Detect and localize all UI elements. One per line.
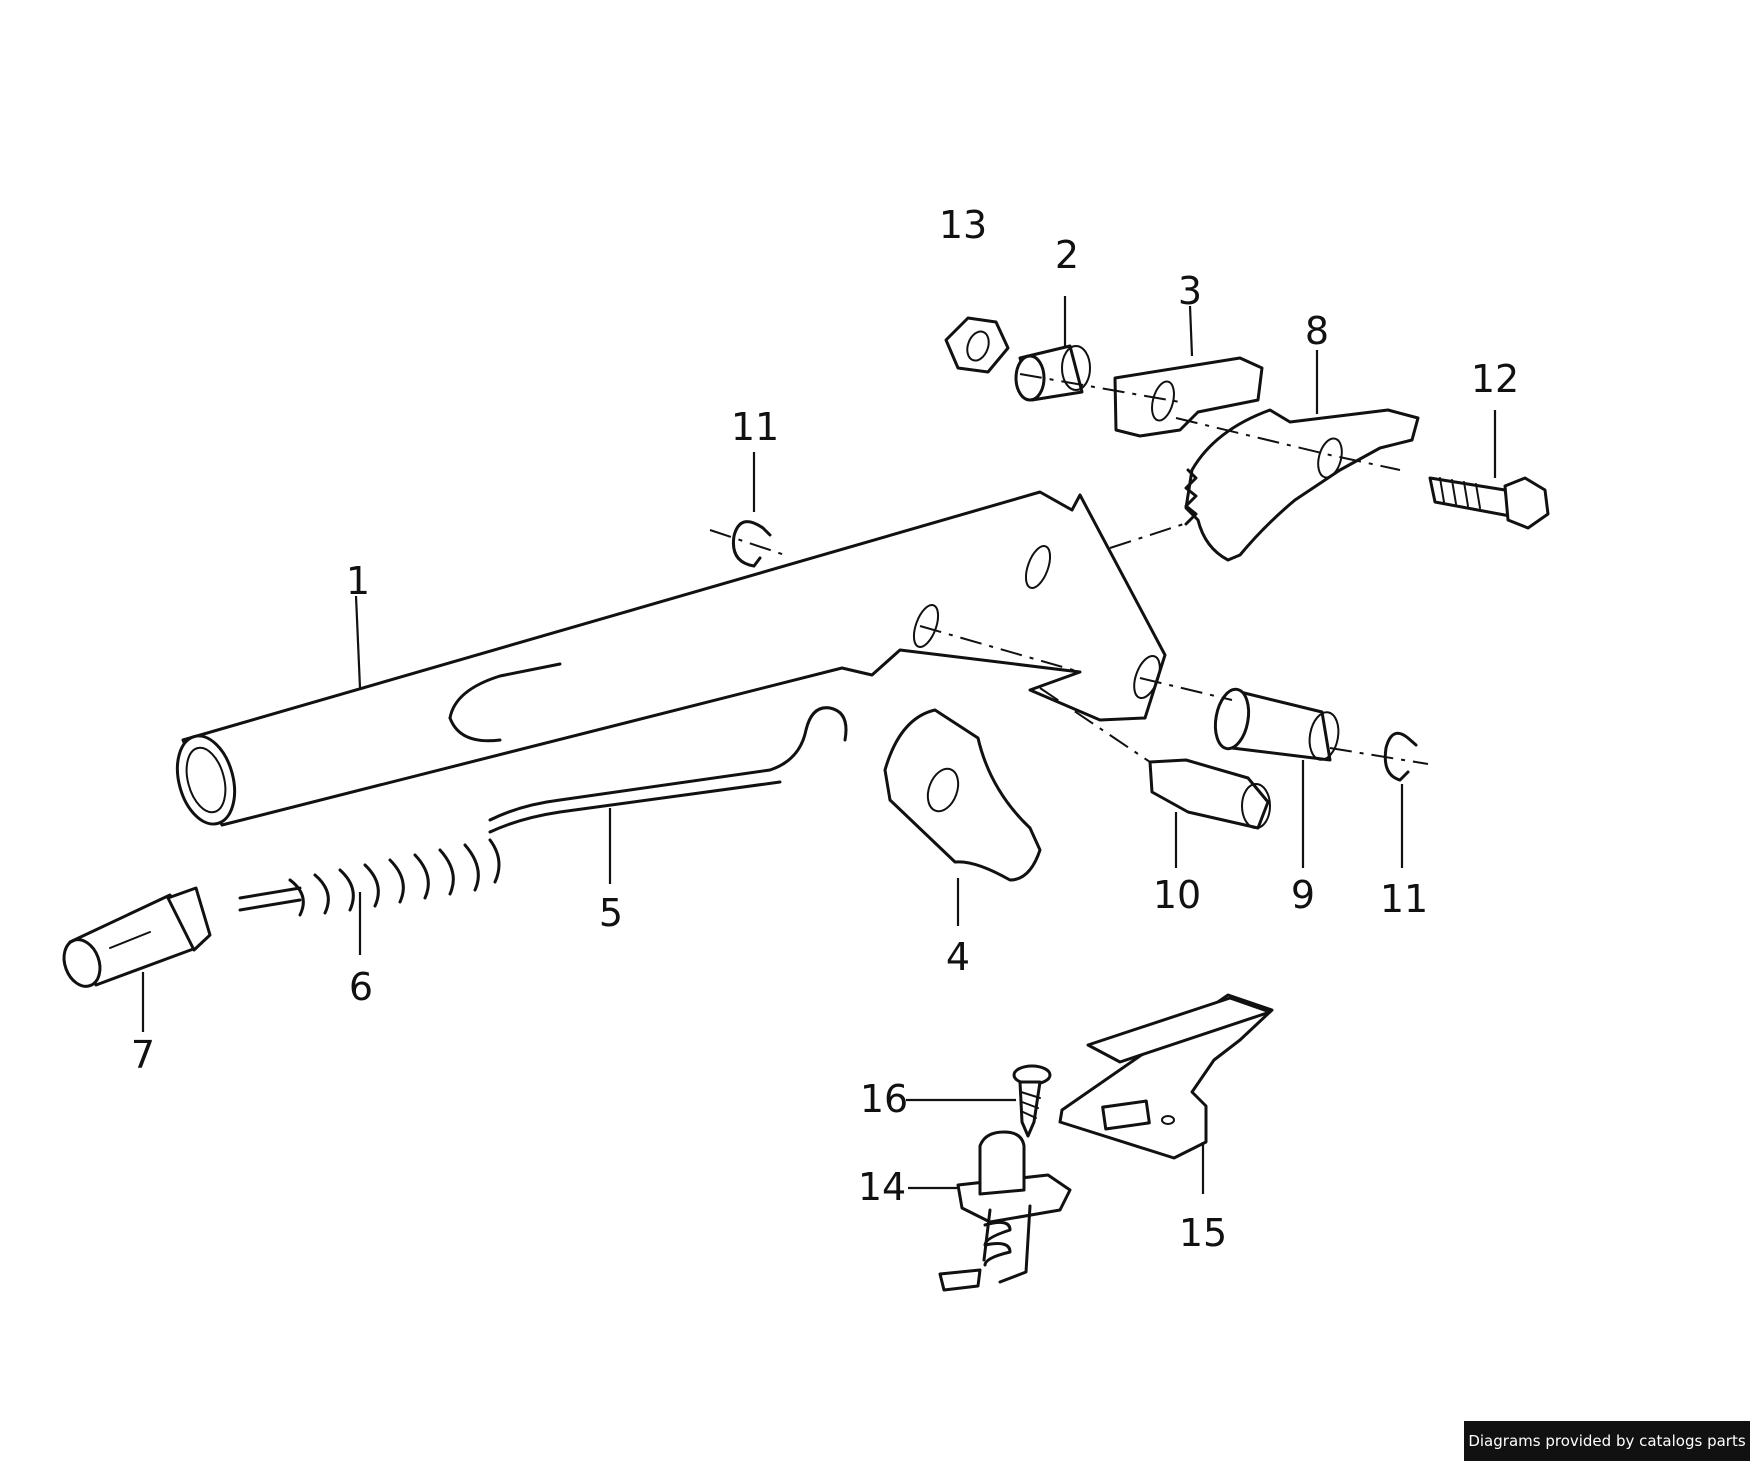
callout-1: 1: [346, 559, 370, 603]
callout-8: 8: [1305, 309, 1329, 353]
callout-7: 7: [131, 1033, 155, 1077]
part-2-sleeve: [1014, 344, 1091, 402]
callout-labels: 1 13 2 3 8 12 11 4 10 9 11 5 6 7 16 14 1…: [131, 203, 1519, 1255]
callout-11-lower: 11: [1380, 877, 1428, 921]
callout-10: 10: [1153, 873, 1201, 917]
callout-11-upper: 11: [731, 405, 779, 449]
part-12-bolt: [1428, 476, 1550, 530]
callout-12: 12: [1471, 357, 1519, 401]
part-5-release-rod: [488, 706, 848, 834]
part-11-circlip-upper: [731, 520, 772, 568]
part-10-pin: [1148, 758, 1271, 830]
part-9-pin: [1213, 687, 1340, 762]
callout-5: 5: [599, 891, 623, 935]
callout-15: 15: [1179, 1211, 1227, 1255]
callout-14: 14: [858, 1165, 906, 1209]
part-15-switch-bracket: [1058, 993, 1274, 1160]
callout-13: 13: [939, 203, 987, 247]
part-3-ratchet-link: [1113, 356, 1264, 438]
part-11-circlip-lower: [1383, 731, 1418, 782]
assembly-center-lines: [709, 373, 1429, 765]
part-14-brake-switch: [938, 1130, 1072, 1292]
callout-3: 3: [1178, 269, 1202, 313]
callout-16: 16: [860, 1077, 908, 1121]
callout-leaders: [141, 296, 1497, 1194]
callout-6: 6: [349, 965, 373, 1009]
part-1-lever-arm: [175, 490, 1167, 827]
part-16-screw: [1012, 1064, 1052, 1138]
callout-9: 9: [1291, 873, 1315, 917]
part-7-push-button: [62, 886, 212, 988]
callout-4: 4: [946, 935, 970, 979]
part-4-ratchet-pawl: [883, 708, 1042, 882]
callout-2: 2: [1055, 233, 1079, 277]
credit-badge: Diagrams provided by catalogs parts: [1464, 1421, 1750, 1461]
part-6-spring: [238, 838, 501, 917]
part-13-nut: [944, 316, 1010, 374]
part-8-ratchet-segment: [1184, 408, 1420, 562]
